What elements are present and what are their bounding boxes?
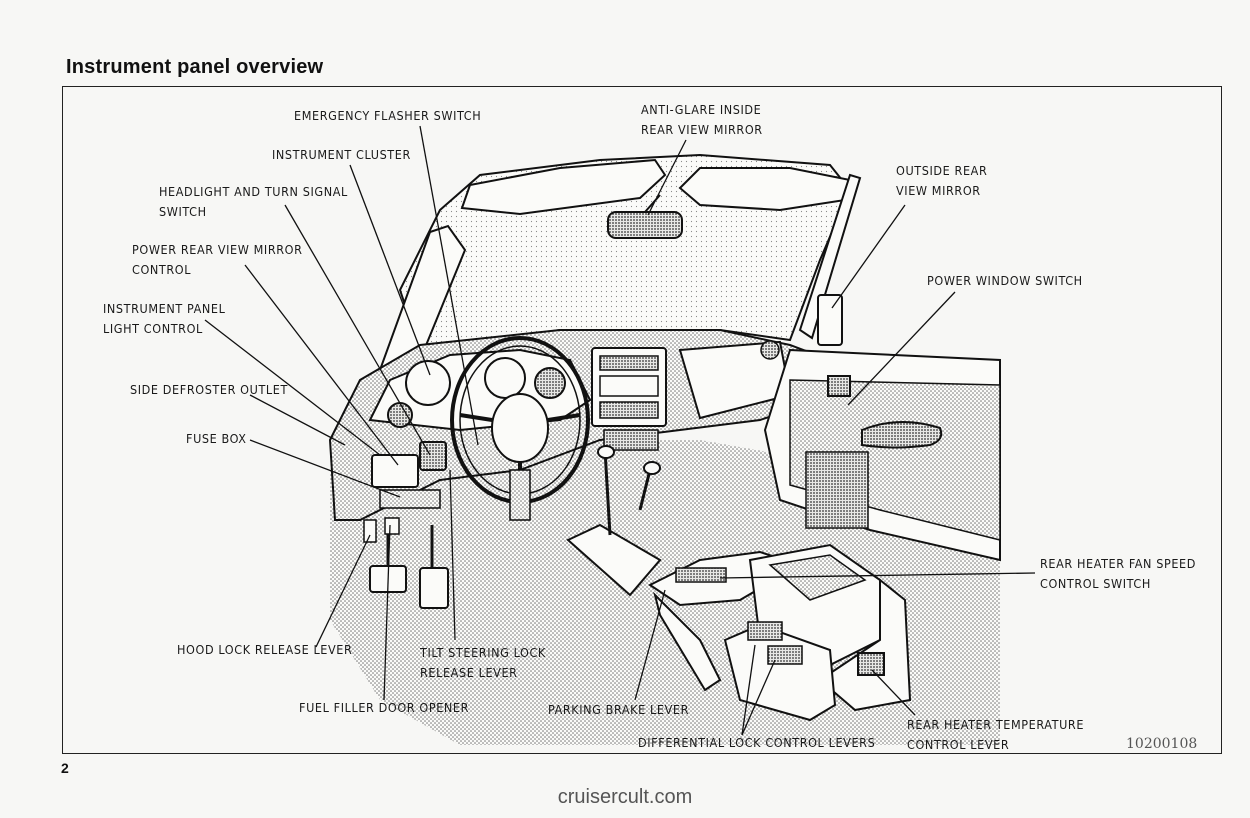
- label-rear-heater-fan-speed-switch: REAR HEATER FAN SPEED CONTROL SWITCH: [1040, 556, 1197, 591]
- figure-code: 10200108: [1126, 736, 1198, 752]
- label-outside-rear-view-mirror: OUTSIDE REAR VIEW MIRROR: [896, 163, 988, 198]
- label-emergency-flasher-switch: EMERGENCY FLASHER SWITCH: [294, 108, 482, 123]
- label-differential-lock-control-levers: DIFFERENTIAL LOCK CONTROL LEVERS: [638, 735, 876, 750]
- label-rear-heater-temperature-lever: REAR HEATER TEMPERATURE CONTROL LEVER: [907, 717, 1085, 752]
- label-headlight-turn-signal-switch: HEADLIGHT AND TURN SIGNAL SWITCH: [159, 184, 348, 219]
- page-title: Instrument panel overview: [66, 56, 324, 78]
- label-instrument-panel-light-control: INSTRUMENT PANEL LIGHT CONTROL: [103, 301, 226, 336]
- label-tilt-steering-lock-release-lever: TILT STEERING LOCK RELEASE LEVER: [420, 645, 546, 680]
- figure-frame: [62, 86, 1222, 754]
- label-hood-lock-release-lever: HOOD LOCK RELEASE LEVER: [177, 642, 353, 657]
- label-side-defroster-outlet: SIDE DEFROSTER OUTLET: [130, 382, 288, 397]
- footer-watermark: cruisercult.com: [557, 786, 693, 808]
- page-number: 2: [61, 760, 69, 776]
- label-parking-brake-lever: PARKING BRAKE LEVER: [548, 702, 690, 717]
- label-fuel-filler-door-opener: FUEL FILLER DOOR OPENER: [299, 700, 470, 715]
- leader-lines: [204, 125, 1036, 736]
- label-instrument-cluster: INSTRUMENT CLUSTER: [272, 147, 411, 162]
- label-anti-glare-mirror: ANTI-GLARE INSIDE REAR VIEW MIRROR: [641, 102, 763, 137]
- label-fuse-box: FUSE BOX: [186, 431, 247, 446]
- label-power-window-switch: POWER WINDOW SWITCH: [927, 273, 1083, 288]
- label-power-rear-view-mirror-control: POWER REAR VIEW MIRROR CONTROL: [132, 242, 303, 277]
